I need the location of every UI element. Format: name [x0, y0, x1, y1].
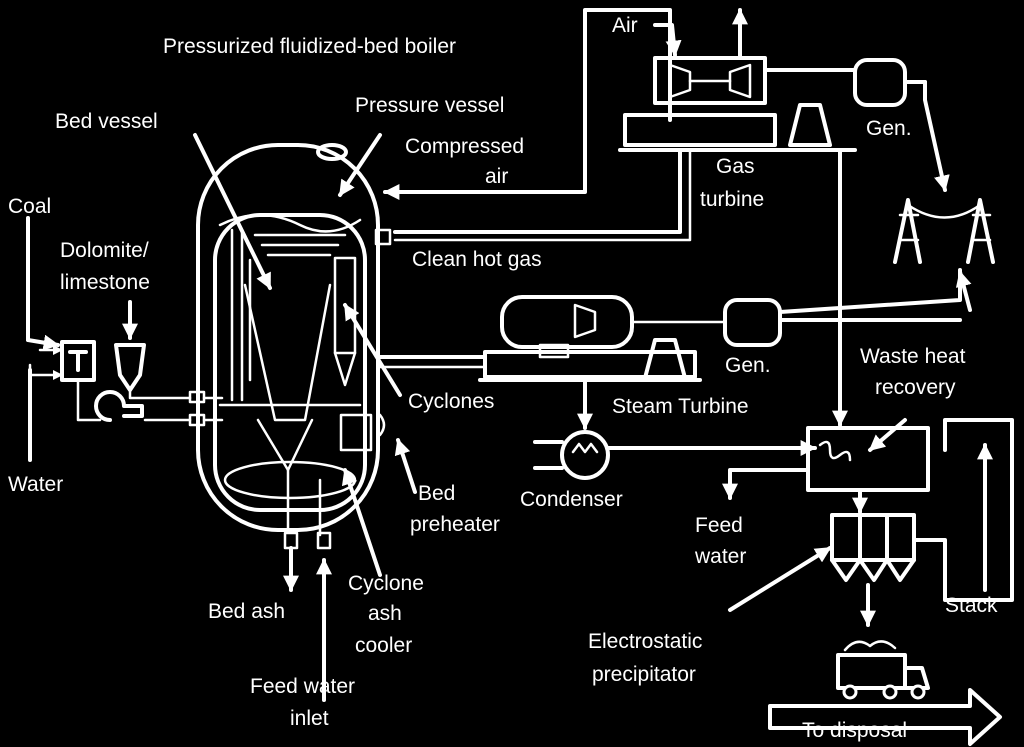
label-gas-turbine-1: Gas — [716, 155, 755, 178]
label-waste-heat-2: recovery — [875, 376, 956, 399]
bed-vessel — [213, 213, 367, 537]
label-bed-vessel: Bed vessel — [55, 110, 158, 133]
label-compressed-1: Compressed — [405, 135, 524, 158]
label-feed-water-1: Feed — [695, 514, 743, 537]
label-bed-preheater-1: Bed — [418, 482, 455, 505]
label-gen-top: Gen. — [866, 117, 912, 140]
waste-heat-recovery — [722, 418, 930, 514]
label-bed-preheater-2: preheater — [410, 513, 500, 536]
gas-turbine-flows — [383, 8, 950, 427]
label-cyclones: Cyclones — [408, 390, 494, 413]
label-esp-2: precipitator — [592, 663, 696, 686]
label-air: Air — [612, 14, 638, 37]
transmission-towers — [778, 198, 995, 314]
cyclones-unit — [333, 256, 386, 452]
label-feed-water-2: water — [694, 545, 746, 568]
coal-hopper — [28, 340, 224, 427]
gas-turbine — [618, 56, 927, 152]
diagram-title: Pressurized fluidized-bed boiler — [163, 35, 456, 58]
label-water: Water — [8, 473, 63, 496]
label-stack: Stack — [945, 594, 998, 617]
label-pointers — [193, 133, 417, 577]
label-to-disposal: To disposal — [802, 719, 907, 742]
label-dolomite-1: Dolomite/ — [60, 239, 149, 262]
label-cyclone-cooler-1: Cyclone — [348, 572, 424, 595]
label-bed-ash: Bed ash — [208, 600, 285, 623]
vessel-outlets — [283, 531, 332, 702]
label-coal: Coal — [8, 195, 51, 218]
condenser — [533, 430, 817, 480]
label-cyclone-cooler-2: ash — [368, 602, 402, 625]
label-condenser: Condenser — [520, 488, 623, 511]
coal-arrow — [26, 334, 60, 351]
electrostatic-precipitator — [728, 418, 1014, 627]
disposal-truck — [768, 640, 1002, 746]
label-compressed-2: air — [485, 165, 508, 188]
label-gas-turbine-2: turbine — [700, 188, 764, 211]
steam-turbine — [478, 295, 962, 382]
label-feed-inlet-1: Feed water — [250, 675, 355, 698]
steam-lines — [376, 355, 593, 430]
label-gen-mid: Gen. — [725, 354, 771, 377]
label-clean-hot-gas: Clean hot gas — [412, 248, 542, 271]
label-pressure-vessel: Pressure vessel — [355, 94, 504, 117]
label-waste-heat-1: Waste heat — [860, 345, 966, 368]
label-cyclone-cooler-3: cooler — [355, 634, 412, 657]
label-steam-turbine: Steam Turbine — [612, 395, 749, 418]
label-esp-1: Electrostatic — [588, 630, 702, 653]
label-dolomite-2: limestone — [60, 271, 150, 294]
label-feed-inlet-2: inlet — [290, 707, 329, 730]
